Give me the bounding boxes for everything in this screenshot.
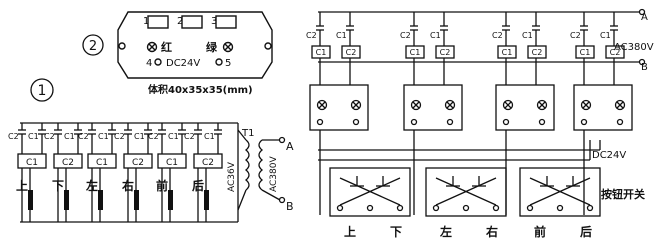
button-switch-label: 按钮开关 [601,187,645,201]
primary-voltage-label: AC380V [269,156,279,192]
figure3-coil-label: C2 [532,48,543,57]
figure1-cap-label: C2 [8,132,19,141]
figure1-coil-label: C1 [96,158,108,168]
figure1-direction-label: 后 [192,178,204,193]
figure3-button-pair: 左右 [425,167,507,239]
figure3-buttons: 上下左右前后 [329,167,601,239]
figure1-wiring [20,122,286,223]
figure1-number: 1 [38,83,47,99]
figure1-cap-label: C2 [78,132,89,141]
figure3-terminal-b: B [641,62,648,73]
figure3-cap-label: C2 [306,31,317,40]
figure2-number-circle: 2 [82,34,104,56]
red-lamp-label: 红 [161,40,172,54]
transformer-label: T1 [241,128,254,139]
figure1-cap-label: C2 [114,132,125,141]
figure3-coil-label: C1 [316,48,327,57]
figure3-direction-label: 左 [439,224,452,239]
pin-label-5: 5 [225,58,231,69]
figure1-cap-label: C2 [44,132,55,141]
figure3-direction-label: 右 [485,224,498,239]
figure3-terminal-a: A [641,12,648,23]
figure3-coil-label: C2 [610,48,621,57]
figure3-coil-label: C1 [580,48,591,57]
figure3-cap-label: C2 [400,31,411,40]
figure1-coil-label: C1 [26,158,38,168]
figure1-terminal-a: A [286,140,294,153]
figure3-coil-label: C2 [440,48,451,57]
figure1-direction-label: 下 [52,179,64,193]
figure1-cap-label: C2 [148,132,159,141]
figure3-coil-label: C1 [410,48,421,57]
figure3-wiring [318,8,646,161]
figure1-coil-label: C2 [62,158,74,168]
figure1-cap-label: C1 [168,132,179,141]
figure3-cap-label: C1 [336,31,347,40]
figure1-cap-label: C1 [204,132,215,141]
figure3-direction-label: 上 [344,224,356,239]
figure3-ac-voltage: AC380V [614,42,654,53]
pin-label-1: 1 [143,16,149,27]
figure3-cap-label: C2 [492,31,503,40]
figure2-module [117,11,273,79]
figure1-coil-label: C1 [166,158,178,168]
figure1-coil-label: C2 [132,158,144,168]
figure1-cap-label: C1 [134,132,145,141]
pin-label-2: 2 [177,16,183,27]
figure1-cap-label: C1 [64,132,75,141]
figure3-direction-label: 下 [390,225,402,239]
figure3-cap-label: C2 [570,31,581,40]
figure1-direction-label: 右 [121,178,134,193]
figure1-coil-label: C2 [202,158,214,168]
figure1-direction-label: 前 [156,178,168,193]
figure1-terminal-b: B [286,200,294,213]
green-lamp-label: 绿 [206,40,218,54]
pin-label-3: 3 [211,16,217,27]
figure3-coil-label: C1 [502,48,513,57]
figure3-cap-label: C1 [430,31,441,40]
module-voltage: DC24V [166,58,200,69]
figure3-coil-label: C2 [346,48,357,57]
figure3-cap-label: C1 [522,31,533,40]
figure1-cap-label: C1 [28,132,39,141]
figure1-number-circle: 1 [30,78,54,102]
figure3-button-pair: 前后 [519,167,601,239]
secondary-voltage-label: AC36V [227,161,237,192]
module-size-label: 体积40x35x35(mm) [148,83,253,96]
figure3-cap-label: C1 [600,31,611,40]
figure3-button-pair: 上下 [329,167,411,239]
figure1-cap-label: C1 [98,132,109,141]
figure3-dc-voltage: DC24V [592,150,626,161]
figure1-cap-label: C2 [184,132,195,141]
figure3-direction-label: 前 [534,224,546,239]
figure3-direction-label: 后 [580,224,592,239]
figure2-number: 2 [89,39,97,54]
figure1-direction-label: 左 [85,178,98,193]
pin-label-4: 4 [146,58,152,69]
figure1-direction-label: 上 [16,178,28,193]
